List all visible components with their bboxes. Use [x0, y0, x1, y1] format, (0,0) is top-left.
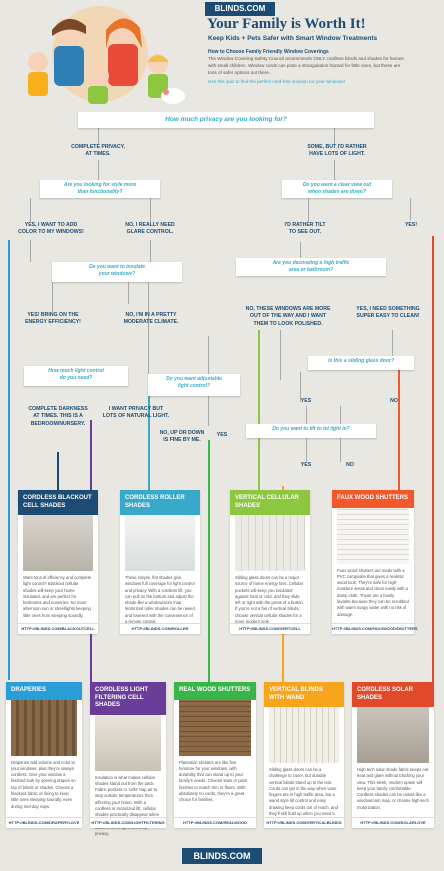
card-title: CORDLESS SOLAR SHADES [352, 682, 434, 707]
card-title: REAL WOOD SHUTTERS [174, 682, 256, 700]
intro-heading: How to Choose Family Friendly Window Cov… [208, 49, 329, 55]
intro-body: The Window Covering Safety Council recom… [208, 56, 404, 75]
question-privacy: How much privacy are you looking for? [78, 112, 374, 128]
answer-moderate[interactable]: NO, I'M IN A PRETTY MODERATE CLIMATE. [123, 312, 179, 326]
answer-tilt[interactable]: I'D RATHER TILT TO SEE OUT. [284, 222, 326, 236]
question-traffic: Are you decorating a high traffic area o… [236, 258, 386, 276]
card-title: VERTICAL CELLULAR SHADES [230, 490, 310, 515]
family-illustration [28, 6, 185, 104]
page-subtitle: Keep Kids + Pets Safer with Smart Window… [208, 35, 378, 42]
card-light-filtering[interactable]: CORDLESS LIGHT FILTERING CELL SHADES Ins… [90, 682, 166, 836]
card-vertical-cellular[interactable]: VERTICAL CELLULAR SHADES Sliding glass d… [230, 490, 310, 634]
question-sliding-door: Is this a sliding glass door? [308, 356, 414, 370]
draperies-photo [11, 699, 77, 756]
card-link[interactable]: HTTP://BLINDS.COM/BLACKOUTCELL [18, 623, 98, 634]
card-title: CORDLESS ROLLER SHADES [120, 490, 200, 515]
real-wood-photo [179, 699, 251, 756]
answer-add-color[interactable]: YES, I WANT TO ADD COLOR TO MY WINDOWS! [18, 222, 84, 236]
answer-darkness[interactable]: COMPLETE DARKNESS AT TIMES. THIS IS A BE… [28, 406, 88, 427]
logo[interactable]: BLINDS.COM [205, 2, 275, 16]
answer-easy-clean[interactable]: YES, I NEED SOMETHING SUPER EASY TO CLEA… [356, 306, 420, 320]
card-draperies[interactable]: DRAPERIES Draperies add volume and color… [6, 682, 82, 828]
answer-updown[interactable]: NO, UP OR DOWN IS FINE BY ME. [159, 430, 205, 444]
blackout-shade-photo [23, 515, 93, 571]
card-title: CORDLESS LIGHT FILTERING CELL SHADES [90, 682, 166, 715]
question-insulate: Do you want to insulate your windows? [52, 262, 182, 282]
vertical-cellular-photo [235, 515, 305, 571]
intro-cta: Use this quiz to find the perfect cord-f… [208, 79, 345, 85]
question-light-control: How much light control do you need? [24, 366, 128, 386]
answer-complete-privacy[interactable]: COMPLETE PRIVACY, AT TIMES. [71, 144, 125, 158]
card-title: VERTICAL BLINDS WITH WAND [264, 682, 344, 707]
solar-shade-photo [357, 707, 429, 763]
roller-shade-photo [125, 515, 195, 571]
question-clear-view: Do you want a clear view out when shades… [282, 180, 392, 198]
card-text: Draperies add volume and color to your w… [11, 759, 76, 809]
card-text: Faux wood shutters are made with a PVC c… [337, 567, 409, 617]
card-title: DRAPERIES [6, 682, 82, 700]
answer-no-sliding[interactable]: NO [390, 398, 398, 404]
card-roller[interactable]: CORDLESS ROLLER SHADES These simple, fla… [120, 490, 200, 634]
answer-natural-light[interactable]: I WANT PRIVACY BUT LOTS OF NATURAL LIGHT… [102, 406, 170, 420]
header: BLINDS.COM Your Family is Worth It! Keep… [0, 0, 444, 112]
answer-yes-tilt[interactable]: YES [300, 462, 312, 468]
card-link[interactable]: HTTP://BLINDS.COM/SOLARLOVE [352, 817, 434, 828]
card-title: CORDLESS BLACKOUT CELL SHADES [18, 490, 98, 515]
answer-energy[interactable]: YES! BRING ON THE ENERGY EFFICIENCY! [25, 312, 81, 326]
question-style: Are you looking for style more than func… [40, 180, 160, 198]
card-text: Want tons of efficiency and complete lig… [23, 575, 92, 618]
card-text: Plantation shutters are like fine furnit… [179, 759, 248, 803]
card-text: Sliding glass doors can be a challenge t… [269, 767, 338, 817]
card-link[interactable]: HTTP://BLINDS.COM/LIGHTFILTERING [90, 817, 166, 828]
footer-logo[interactable]: BLINDS.COM [182, 848, 262, 864]
card-link[interactable]: HTTP://BLINDS.COM/VERTCELL [230, 623, 310, 634]
question-adjustable: Do you want adjustable light control? [148, 374, 240, 396]
answer-no-tilt[interactable]: NO [346, 462, 354, 468]
answer-yes-clear[interactable]: YES! [404, 222, 418, 228]
intro: How to Choose Family Friendly Window Cov… [208, 49, 408, 86]
card-blackout-cell[interactable]: CORDLESS BLACKOUT CELL SHADES Want tons … [18, 490, 98, 634]
answer-polished[interactable]: NO, THESE WINDOWS ARE MORE OUT OF THE WA… [245, 306, 331, 327]
question-tilt: Do you want to tilt to let light in? [246, 424, 376, 438]
card-link[interactable]: HTTP://BLINDS.COM/REALWOOD [174, 817, 256, 828]
answer-some-privacy[interactable]: SOME, BUT I'D RATHER HAVE LOTS OF LIGHT. [307, 144, 367, 158]
card-text: These simple, flat shades give windows f… [125, 575, 195, 625]
card-title: FAUX WOOD SHUTTERS [332, 490, 414, 508]
card-link[interactable]: HTTP://BLINDS.COM/FAUXWOODSHUTTERS [332, 623, 418, 634]
card-faux-wood[interactable]: FAUX WOOD SHUTTERS Faux wood shutters ar… [332, 490, 418, 634]
card-vertical-blinds[interactable]: VERTICAL BLINDS WITH WAND Sliding glass … [264, 682, 344, 828]
card-text: High tech solar shade fabric keeps out h… [357, 767, 429, 810]
answer-yes-adjustable[interactable]: YES [216, 432, 228, 438]
card-link[interactable]: HTTP://BLINDS.COM/DRAPERYLOVE [6, 817, 82, 828]
vertical-blinds-photo [269, 707, 339, 763]
card-real-wood[interactable]: REAL WOOD SHUTTERS Plantation shutters a… [174, 682, 256, 828]
card-link[interactable]: HTTP://BLINDS.COM/ROLLER [120, 623, 200, 634]
card-text: Sliding glass doors can be a major sourc… [235, 575, 304, 625]
answer-yes-sliding[interactable]: YES [300, 398, 312, 404]
card-solar[interactable]: CORDLESS SOLAR SHADES High tech solar sh… [352, 682, 434, 828]
faux-wood-photo [337, 507, 409, 564]
page-title: Your Family is Worth It! [207, 16, 366, 32]
light-filtering-photo [95, 714, 161, 771]
card-link[interactable]: HTTP://BLINDS.COM/VERTICALBLINDS [264, 817, 344, 828]
card-text: Insulation is what makes cellular shades… [95, 774, 160, 837]
answer-glare-control[interactable]: NO, I REALLY NEED GLARE CONTROL. [125, 222, 175, 236]
